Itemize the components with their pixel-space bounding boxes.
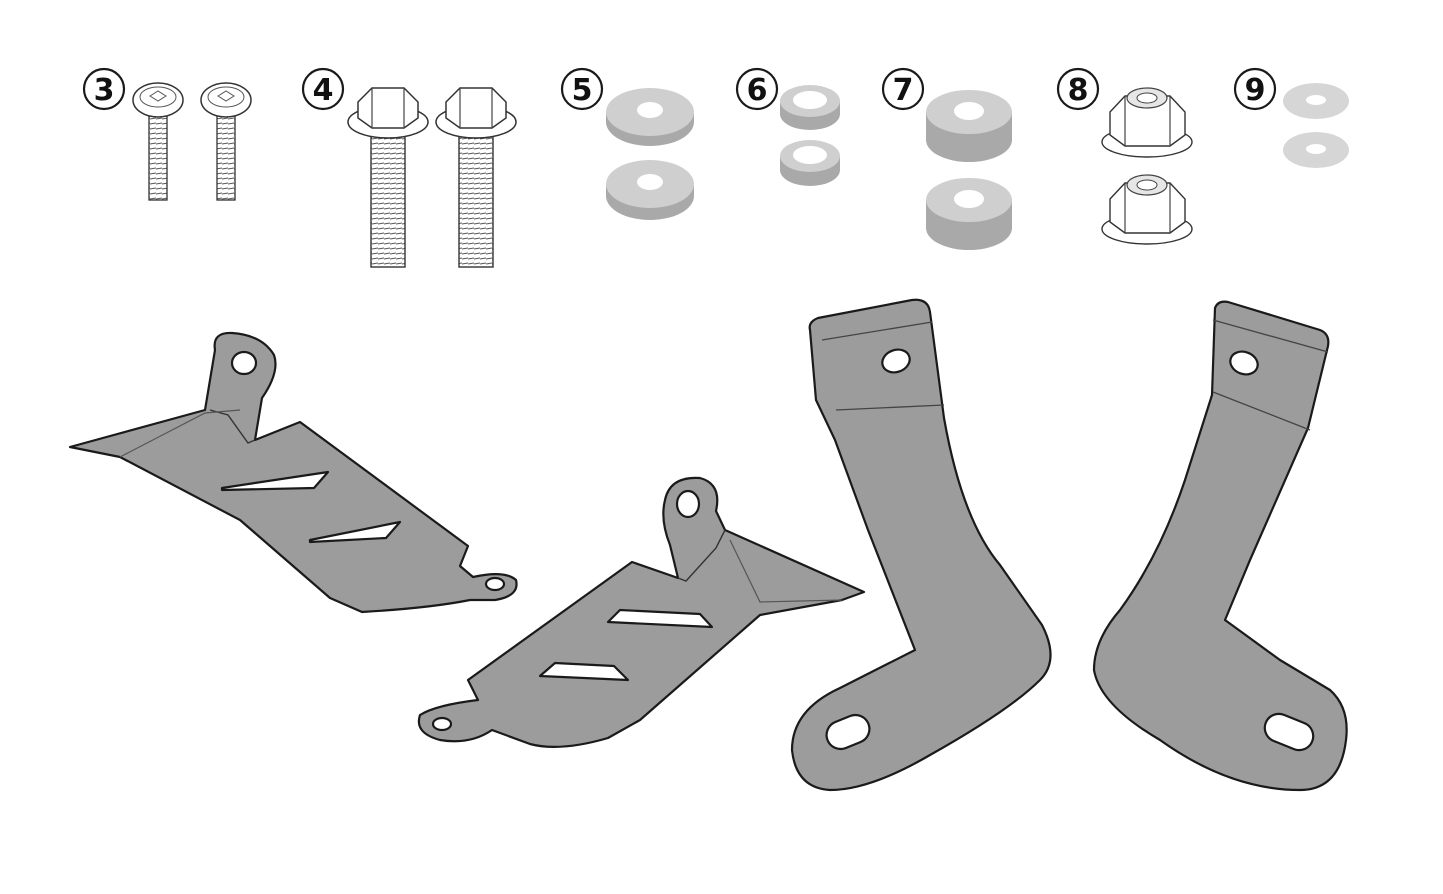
bracket-arm-left — [790, 298, 1052, 792]
small-spacer-2 — [780, 140, 840, 186]
callout-3: 3 — [82, 67, 126, 111]
flat-spacer-2 — [606, 160, 694, 220]
callout-9: 9 — [1233, 67, 1277, 111]
bracket-arm-right — [1092, 300, 1348, 792]
flat-washer-2 — [1283, 132, 1349, 168]
callout-5: 5 — [560, 67, 604, 111]
callout-4: 4 — [301, 67, 345, 111]
flange-hex-bolt-1 — [347, 87, 429, 268]
callout-7: 7 — [881, 67, 925, 111]
callout-4-label: 4 — [313, 73, 334, 108]
bracket-plate-left — [68, 331, 518, 614]
callout-6: 6 — [735, 67, 779, 111]
bracket-plate-right — [417, 476, 866, 748]
callout-5-label: 5 — [572, 73, 593, 108]
flange-lock-nut-1 — [1101, 87, 1193, 158]
callout-9-label: 9 — [1245, 73, 1266, 108]
flange-hex-bolt-2 — [435, 87, 517, 268]
thick-spacer-2 — [926, 178, 1012, 250]
callout-8: 8 — [1056, 67, 1100, 111]
callout-8-label: 8 — [1068, 73, 1089, 108]
flat-washer-1 — [1283, 83, 1349, 119]
socket-head-bolt-2 — [200, 82, 252, 201]
callout-3-label: 3 — [94, 73, 115, 108]
thick-spacer-1 — [926, 90, 1012, 162]
socket-head-bolt-1 — [132, 82, 184, 201]
callout-7-label: 7 — [893, 73, 914, 108]
flange-lock-nut-2 — [1101, 174, 1193, 245]
flat-spacer-1 — [606, 88, 694, 146]
callout-6-label: 6 — [747, 73, 768, 108]
small-spacer-1 — [780, 85, 840, 130]
